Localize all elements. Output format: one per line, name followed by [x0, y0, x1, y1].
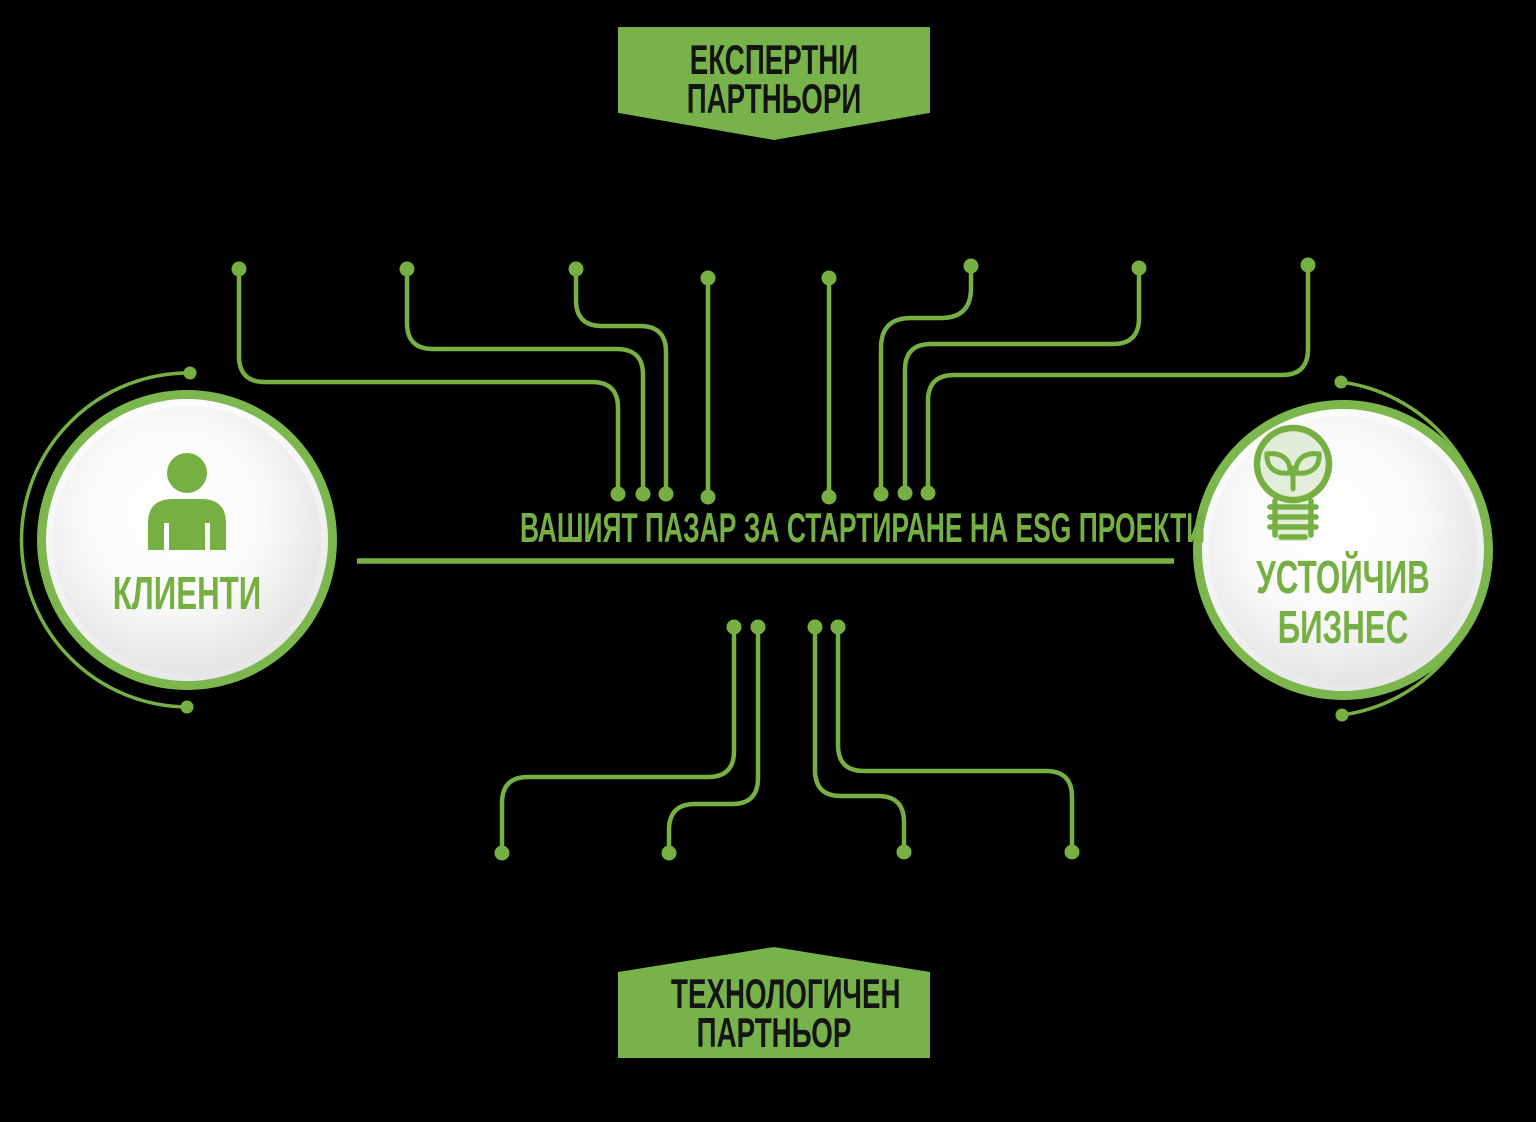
connector-dot [494, 845, 510, 861]
connector-path [499, 634, 737, 846]
connector-dot [700, 270, 716, 286]
person-icon [148, 453, 226, 550]
connector-dot [700, 489, 716, 505]
connector-dot [807, 619, 823, 635]
top-banner-line1: ЕКСПЕРТНИ [689, 36, 859, 83]
clients-node-label: КЛИЕНТИ [112, 567, 262, 619]
bottom-banner: ТЕХНОЛОГИЧЕН ПАРТНЬОР [618, 947, 930, 1058]
plant-leaf-right [1293, 451, 1322, 476]
lightbulb-plant-icon [1253, 424, 1333, 541]
connector-path [902, 275, 1142, 486]
center-headline: ВАШИЯТ ПАЗАР ЗА СТАРТИРАНЕ НА ESG ПРОЕКТ… [519, 504, 1206, 551]
connector-dot [399, 261, 415, 277]
connector-dot [821, 489, 837, 505]
connector-dot [661, 845, 677, 861]
connector-dot [568, 261, 584, 277]
business-node-label-line2: БИЗНЕС [1277, 601, 1409, 653]
connector-path [573, 276, 669, 487]
connector-dot [830, 619, 846, 635]
connector-dot [896, 844, 912, 860]
connector-path [236, 276, 621, 487]
arc-end-dot [180, 700, 194, 714]
connector-dot [610, 486, 626, 502]
connector-dot [873, 486, 889, 502]
connector-dot [231, 261, 247, 277]
sustainable-business-node: УСТОЙЧИВ БИЗНЕС [1193, 400, 1493, 700]
left-node-arc [19, 371, 191, 709]
arc-end-dot [1334, 375, 1348, 389]
top-connector-lines [236, 272, 1311, 491]
connector-dot [1064, 844, 1080, 860]
connector-dot [658, 486, 674, 502]
arc-end-dot [183, 366, 197, 380]
connector-path [812, 634, 907, 845]
connector-path [835, 634, 1075, 845]
top-banner-line2: ПАРТНЬОРИ [686, 75, 862, 122]
connector-dot [635, 486, 651, 502]
connector-dot [1300, 257, 1316, 273]
connector-path [404, 276, 646, 487]
connector-path [925, 272, 1311, 486]
connector-dot [1131, 260, 1147, 276]
connector-dot [750, 619, 766, 635]
bottom-banner-line1: ТЕХНОЛОГИЧЕН [671, 970, 901, 1017]
connector-path [666, 634, 761, 846]
top-banner: ЕКСПЕРТНИ ПАРТНЬОРИ [618, 27, 930, 140]
connector-path [878, 272, 974, 487]
business-node-label-line1: УСТОЙЧИВ [1256, 551, 1430, 603]
connector-dot [920, 485, 936, 501]
plant-leaf-left [1264, 451, 1293, 476]
connector-dot [726, 619, 742, 635]
connector-dot [963, 258, 979, 274]
connector-dot [821, 270, 837, 286]
clients-node: КЛИЕНТИ [37, 390, 337, 690]
business-node-face [1209, 416, 1477, 684]
bottom-banner-line2: ПАРТНЬОР [696, 1009, 852, 1056]
connector-dots [180, 257, 1349, 861]
connector-dot [897, 485, 913, 501]
bottom-connector-lines [499, 634, 1075, 846]
arc-end-dot [1335, 708, 1349, 722]
